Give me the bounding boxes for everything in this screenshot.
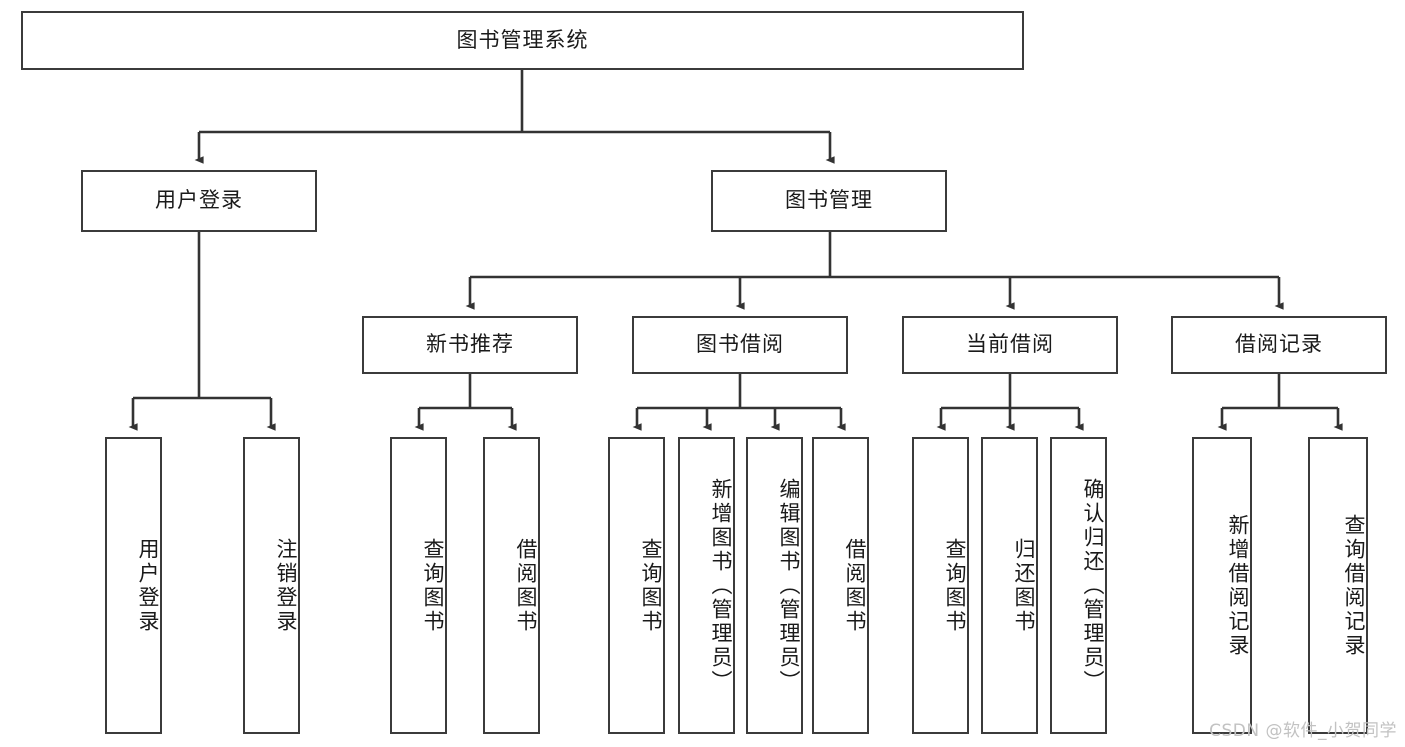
node-leaf-user-logout[interactable]: 注销登录	[243, 437, 300, 734]
node-user-login-label: 用户登录	[155, 188, 243, 213]
node-leaf-edit-book[interactable]: 编辑图书（管理员）	[746, 437, 803, 734]
node-leaf-edit-book-label: 编辑图书（管理员）	[777, 477, 801, 694]
node-leaf-query-book-1-label: 查询图书	[421, 537, 445, 634]
node-leaf-user-login-label: 用户登录	[136, 537, 160, 634]
node-root-label: 图书管理系统	[456, 27, 589, 52]
node-root[interactable]: 图书管理系统	[21, 11, 1024, 70]
node-leaf-query-book-2[interactable]: 查询图书	[608, 437, 665, 734]
node-new-book-recommend-label: 新书推荐	[426, 332, 514, 357]
node-leaf-query-record-label: 查询借阅记录	[1342, 513, 1366, 658]
node-current-borrow[interactable]: 当前借阅	[902, 316, 1118, 374]
node-book-borrow-label: 图书借阅	[696, 332, 784, 357]
node-leaf-return-book[interactable]: 归还图书	[981, 437, 1038, 734]
node-borrow-record-label: 借阅记录	[1235, 332, 1323, 357]
node-leaf-borrow-book-1-label: 借阅图书	[514, 537, 538, 634]
node-leaf-query-book-2-label: 查询图书	[639, 537, 663, 634]
node-leaf-query-book-1[interactable]: 查询图书	[390, 437, 447, 734]
node-book-borrow[interactable]: 图书借阅	[632, 316, 848, 374]
node-leaf-user-login[interactable]: 用户登录	[105, 437, 162, 734]
node-leaf-add-book-label: 新增图书（管理员）	[709, 477, 733, 694]
node-user-login[interactable]: 用户登录	[81, 170, 317, 232]
node-borrow-record[interactable]: 借阅记录	[1171, 316, 1387, 374]
node-new-book-recommend[interactable]: 新书推荐	[362, 316, 578, 374]
node-leaf-confirm-return-label: 确认归还（管理员）	[1081, 477, 1105, 694]
node-leaf-borrow-book-1[interactable]: 借阅图书	[483, 437, 540, 734]
node-book-manage-label: 图书管理	[785, 188, 873, 213]
node-leaf-add-record-label: 新增借阅记录	[1226, 513, 1250, 658]
node-leaf-query-book-3[interactable]: 查询图书	[912, 437, 969, 734]
node-leaf-add-record[interactable]: 新增借阅记录	[1192, 437, 1252, 734]
node-leaf-return-book-label: 归还图书	[1012, 537, 1036, 634]
node-leaf-borrow-book-2-label: 借阅图书	[843, 537, 867, 634]
watermark-text: CSDN @软件_小贺同学	[1209, 721, 1397, 741]
node-leaf-query-record[interactable]: 查询借阅记录	[1308, 437, 1368, 734]
node-leaf-add-book[interactable]: 新增图书（管理员）	[678, 437, 735, 734]
node-leaf-user-logout-label: 注销登录	[274, 537, 298, 634]
node-leaf-confirm-return[interactable]: 确认归还（管理员）	[1050, 437, 1107, 734]
node-current-borrow-label: 当前借阅	[966, 332, 1054, 357]
node-book-manage[interactable]: 图书管理	[711, 170, 947, 232]
node-leaf-query-book-3-label: 查询图书	[943, 537, 967, 634]
node-leaf-borrow-book-2[interactable]: 借阅图书	[812, 437, 869, 734]
